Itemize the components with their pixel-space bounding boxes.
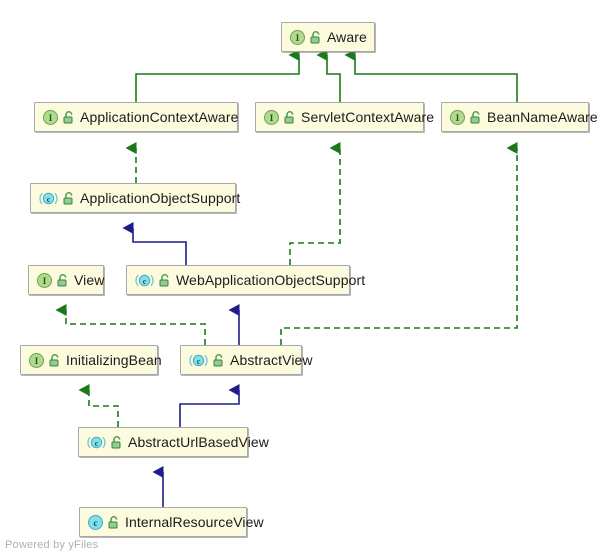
uml-node-webapplicationobjectsupport[interactable]: c WebApplicationObjectSupport bbox=[126, 265, 365, 295]
edge-webapplicationobjectsupport-to-applicationobjectsupport bbox=[122, 222, 187, 265]
interface-icon: I bbox=[290, 29, 305, 45]
lock-icon bbox=[57, 273, 68, 287]
svg-text:c: c bbox=[47, 194, 51, 203]
uml-node-label: ApplicationObjectSupport bbox=[80, 190, 241, 206]
interface-icon: I bbox=[43, 109, 58, 125]
uml-node-aware[interactable]: I Aware bbox=[281, 22, 375, 52]
lock-icon bbox=[63, 191, 74, 205]
edge-abstractview-to-beannameaware bbox=[280, 142, 518, 345]
uml-node-applicationcontextaware[interactable]: I ApplicationContextAware bbox=[34, 102, 238, 132]
lock-icon bbox=[63, 110, 74, 124]
edge-applicationcontextaware-to-aware bbox=[135, 49, 300, 102]
edge-webapplicationobjectsupport-to-servletcontextaware bbox=[289, 142, 341, 265]
yfiles-watermark: Powered by yFiles bbox=[5, 539, 99, 551]
uml-node-label: ServletContextAware bbox=[301, 109, 435, 125]
abstract-class-icon: c bbox=[39, 191, 58, 206]
uml-node-label: ApplicationContextAware bbox=[80, 109, 239, 125]
uml-node-abstracturlbasedview[interactable]: c AbstractUrlBasedView bbox=[78, 427, 269, 457]
class-icon: c bbox=[88, 514, 103, 530]
abstract-class-icon: c bbox=[135, 273, 154, 288]
svg-text:c: c bbox=[94, 518, 98, 528]
svg-text:I: I bbox=[43, 276, 47, 286]
lock-icon bbox=[49, 353, 60, 367]
interface-icon: I bbox=[29, 352, 44, 368]
interface-icon: I bbox=[37, 272, 52, 288]
uml-node-label: Aware bbox=[327, 29, 367, 45]
uml-node-internalresourceview[interactable]: c InternalResourceView bbox=[79, 507, 264, 537]
uml-node-label: AbstractUrlBasedView bbox=[128, 434, 270, 450]
uml-node-label: View bbox=[74, 272, 105, 288]
uml-node-beannameaware[interactable]: I BeanNameAware bbox=[441, 102, 598, 132]
svg-text:I: I bbox=[35, 356, 39, 366]
lock-icon bbox=[470, 110, 481, 124]
edge-abstracturlbasedview-to-abstractview bbox=[179, 384, 240, 427]
abstract-class-icon: c bbox=[87, 435, 106, 450]
svg-text:I: I bbox=[296, 33, 300, 43]
uml-node-label: WebApplicationObjectSupport bbox=[176, 272, 366, 288]
lock-icon bbox=[284, 110, 295, 124]
svg-text:c: c bbox=[197, 356, 201, 365]
lock-icon bbox=[213, 353, 224, 367]
uml-node-label: InitializingBean bbox=[66, 352, 162, 368]
edge-abstracturlbasedview-to-initializingbean bbox=[78, 384, 119, 427]
abstract-class-icon: c bbox=[189, 353, 208, 368]
svg-text:I: I bbox=[270, 113, 274, 123]
interface-icon: I bbox=[264, 109, 279, 125]
interface-icon: I bbox=[450, 109, 465, 125]
svg-text:I: I bbox=[456, 113, 460, 123]
uml-node-label: BeanNameAware bbox=[487, 109, 598, 125]
svg-text:c: c bbox=[95, 438, 99, 447]
edge-servletcontextaware-to-aware bbox=[316, 49, 341, 102]
uml-node-label: AbstractView bbox=[230, 352, 313, 368]
uml-node-view[interactable]: I View bbox=[28, 265, 104, 295]
lock-icon bbox=[108, 515, 119, 529]
svg-text:I: I bbox=[49, 113, 53, 123]
lock-icon bbox=[159, 273, 170, 287]
svg-text:c: c bbox=[143, 276, 147, 285]
uml-node-abstractview[interactable]: c AbstractView bbox=[180, 345, 313, 375]
edge-abstractview-to-view bbox=[55, 304, 206, 345]
uml-node-applicationobjectsupport[interactable]: c ApplicationObjectSupport bbox=[30, 183, 240, 213]
uml-node-servletcontextaware[interactable]: I ServletContextAware bbox=[255, 102, 434, 132]
lock-icon bbox=[111, 435, 122, 449]
edge-beannameaware-to-aware bbox=[344, 49, 518, 102]
lock-icon bbox=[310, 30, 321, 44]
uml-node-initializingbean[interactable]: I InitializingBean bbox=[20, 345, 162, 375]
uml-node-label: InternalResourceView bbox=[125, 514, 264, 530]
